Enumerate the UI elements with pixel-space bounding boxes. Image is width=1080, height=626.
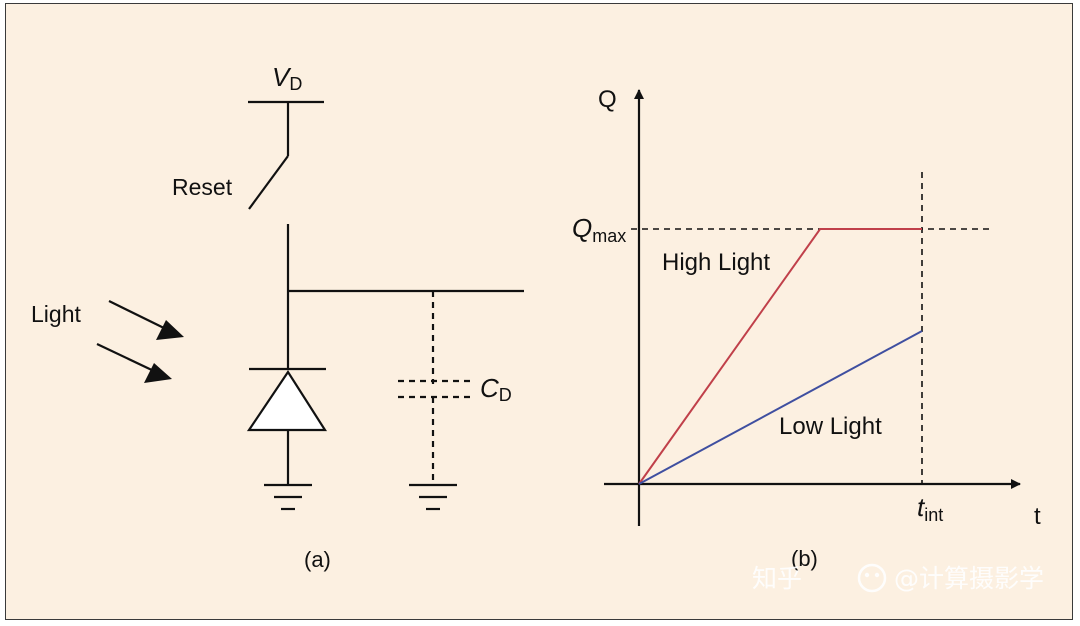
y-axis-label: Q [598,86,617,113]
chart-b [604,89,1021,526]
series-label-low-light: Low Light [779,413,882,440]
series-line-high-light [638,228,922,485]
diagram-canvas: VD Reset Light CD (a) Q t Qmax tint High… [31,62,1044,593]
capacitor-cd [398,291,471,482]
figure-panel: VD Reset Light CD (a) Q t Qmax tint High… [5,3,1073,620]
reset-switch [248,155,289,210]
xtick-tint: tint [917,492,943,525]
ground-icon [409,483,457,511]
wechat-icon [857,563,887,593]
capacitor-label: CD [480,373,512,405]
light-arrows-icon [96,300,184,383]
x-axis-label: t [1034,503,1041,530]
reset-label: Reset [172,174,233,200]
light-label: Light [31,301,81,327]
supply-label: VD [272,62,302,94]
series-layer [638,228,923,485]
ytick-qmax: Qmax [572,213,626,246]
series-label-high-light: High Light [662,249,770,276]
ground-icon [264,483,312,511]
series-line-low-light [638,330,923,485]
panel-a-label: (a) [304,547,331,572]
panel-b-label: (b) [791,546,818,571]
watermark: 知乎 @计算摄影学 [752,563,1044,593]
circuit-a [96,100,524,511]
watermark-handle: @计算摄影学 [894,564,1044,593]
watermark-site: 知乎 [752,564,802,593]
photodiode-symbol [246,369,328,432]
